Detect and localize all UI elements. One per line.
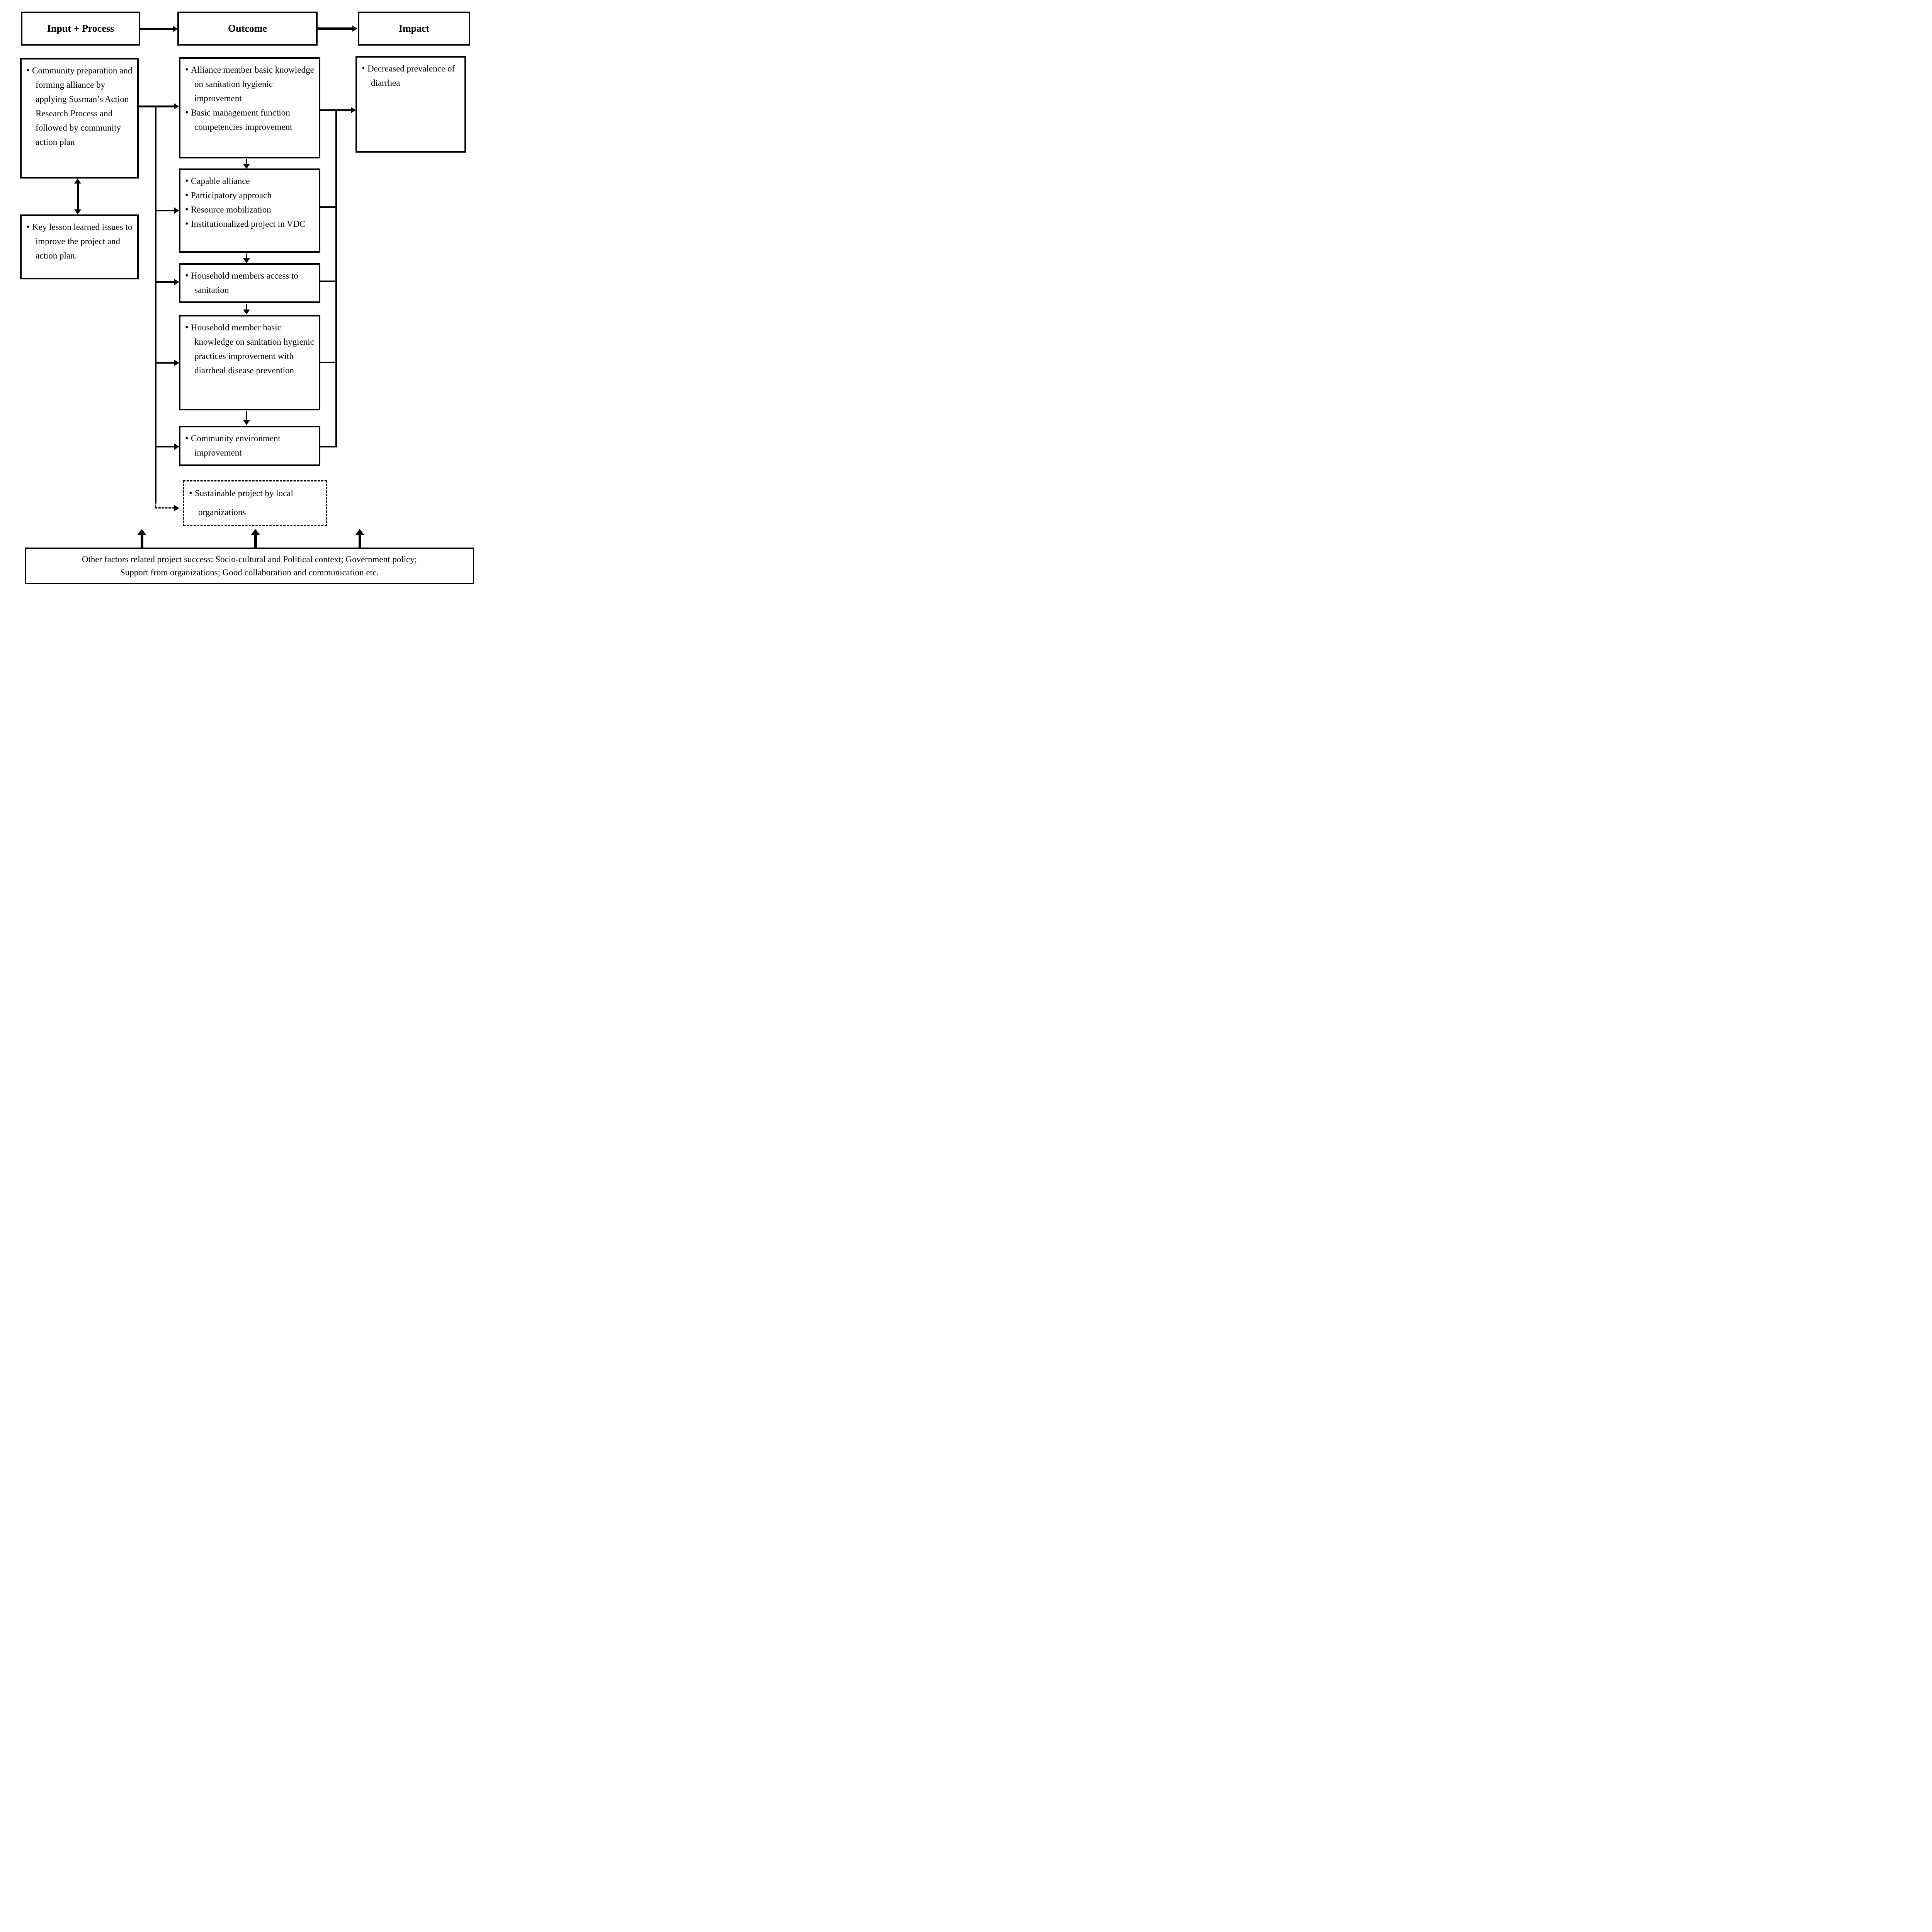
arrow-outcome-to-impact-head-icon [352,26,357,32]
outcome-box6-list: Sustainable project by local organizatio… [184,481,326,526]
other-factors-line1: Other factors related project success: S… [82,554,417,564]
outcome-box-household-access: Household members access to sanitation [179,263,320,303]
arrow-outcome-to-impact-shaft [318,27,353,30]
double-arrow-down-head-icon [74,209,81,214]
branch-to-outcome5-head-icon [174,444,179,450]
impact-box-decreased-diarrhea: Decreased prevalence of diarrhea [355,56,466,153]
arrow-input-to-outcome-shaft [140,28,173,30]
collector-from-outcome5-shaft [320,446,336,447]
branch-to-outcome3-head-icon [174,279,179,285]
outcome-box-sustainable-project: Sustainable project by local organizatio… [183,480,327,526]
collector-from-outcome3-shaft [320,281,336,282]
input-box1-list: Community preparation and forming allian… [22,60,137,153]
down-arrow-3-shaft [246,304,247,310]
header-outcome: Outcome [177,12,318,46]
header-impact-label: Impact [398,23,430,34]
list-item: Alliance member basic knowledge on sanit… [185,63,314,105]
dashdot-branch-to-sustainable-shaft [155,507,174,509]
connector-outcome1-to-impact-shaft [320,109,353,111]
outcome-box-community-environment: Community environment improvement [179,426,320,466]
other-factors-box: Other factors related project success: S… [25,548,474,584]
up-arrow-middle-head-icon [251,529,260,535]
up-arrow-right-head-icon [355,529,364,535]
header-outcome-label: Outcome [228,23,267,34]
up-arrow-left-head-icon [137,529,146,535]
outcome-box-household-knowledge: Household member basic knowledge on sani… [179,315,320,410]
list-item: Key lesson learned issues to improve the… [26,220,133,263]
list-item: Household members access to sanitation [185,269,314,297]
branch-to-outcome5-shaft [155,446,174,447]
outcome-box1-list: Alliance member basic knowledge on sanit… [180,59,319,138]
outcome-box-capable-alliance: Capable alliance Participatory approach … [179,168,320,253]
list-item: Participatory approach [185,188,314,202]
list-item: Community environment improvement [185,431,314,460]
outcome-box-alliance-knowledge: Alliance member basic knowledge on sanit… [179,57,320,158]
down-arrow-4-shaft [246,411,247,421]
impact-box-list: Decreased prevalence of diarrhea [357,58,464,94]
double-arrow-shaft [77,183,79,210]
other-factors-line2: Support from organizations; Good collabo… [120,567,379,577]
down-arrow-3-head-icon [243,310,250,315]
collector-from-outcome4-shaft [320,362,336,363]
header-input-process-label: Input + Process [47,23,114,34]
header-impact: Impact [358,12,470,46]
left-trunk-line [155,107,156,503]
outcome-box3-list: Household members access to sanitation [180,265,319,301]
down-arrow-2-shaft [246,253,247,259]
connector-input-to-outcome1-head-icon [174,103,179,109]
list-item: Decreased prevalence of diarrhea [362,61,460,90]
logic-model-diagram: Input + Process Outcome Impact Community… [0,0,487,594]
down-arrow-1-shaft [246,159,247,165]
dashdot-branch-to-sustainable-head-icon [174,505,179,511]
collector-from-outcome2-shaft [320,206,336,208]
up-arrow-right-shaft [359,535,361,548]
up-arrow-left-shaft [141,535,143,548]
dashdot-vertical-segment [155,502,156,508]
list-item: Resource mobilization [185,202,314,217]
branch-to-outcome4-shaft [155,362,174,364]
down-arrow-1-head-icon [243,164,250,169]
branch-to-outcome2-shaft [155,210,174,211]
list-item: Sustainable project by local organizatio… [189,484,321,522]
list-item: Institutionalized project in VDC [185,217,314,231]
input-box2-list: Key lesson learned issues to improve the… [22,216,137,267]
list-item: Community preparation and forming allian… [26,63,133,149]
branch-to-outcome3-shaft [155,281,174,283]
input-box-key-lessons: Key lesson learned issues to improve the… [20,214,139,279]
list-item: Household member basic knowledge on sani… [185,320,314,378]
list-item: Basic management function competencies i… [185,105,314,134]
down-arrow-4-head-icon [243,420,250,425]
branch-to-outcome2-head-icon [174,207,179,214]
outcome-box4-list: Household member basic knowledge on sani… [180,316,319,381]
input-box-community-preparation: Community preparation and forming allian… [20,58,139,179]
arrow-input-to-outcome-head-icon [173,26,178,32]
list-item: Capable alliance [185,174,314,188]
right-trunk-line [335,111,337,447]
connector-input-to-outcome1-shaft [139,105,174,107]
connector-outcome1-to-impact-head-icon [351,107,356,113]
outcome-box5-list: Community environment improvement [180,427,319,464]
header-input-process: Input + Process [21,12,140,46]
down-arrow-2-head-icon [243,258,250,263]
double-arrow-up-head-icon [74,179,81,184]
outcome-box2-list: Capable alliance Participatory approach … [180,170,319,235]
branch-to-outcome4-head-icon [174,360,179,366]
up-arrow-middle-shaft [254,535,257,548]
